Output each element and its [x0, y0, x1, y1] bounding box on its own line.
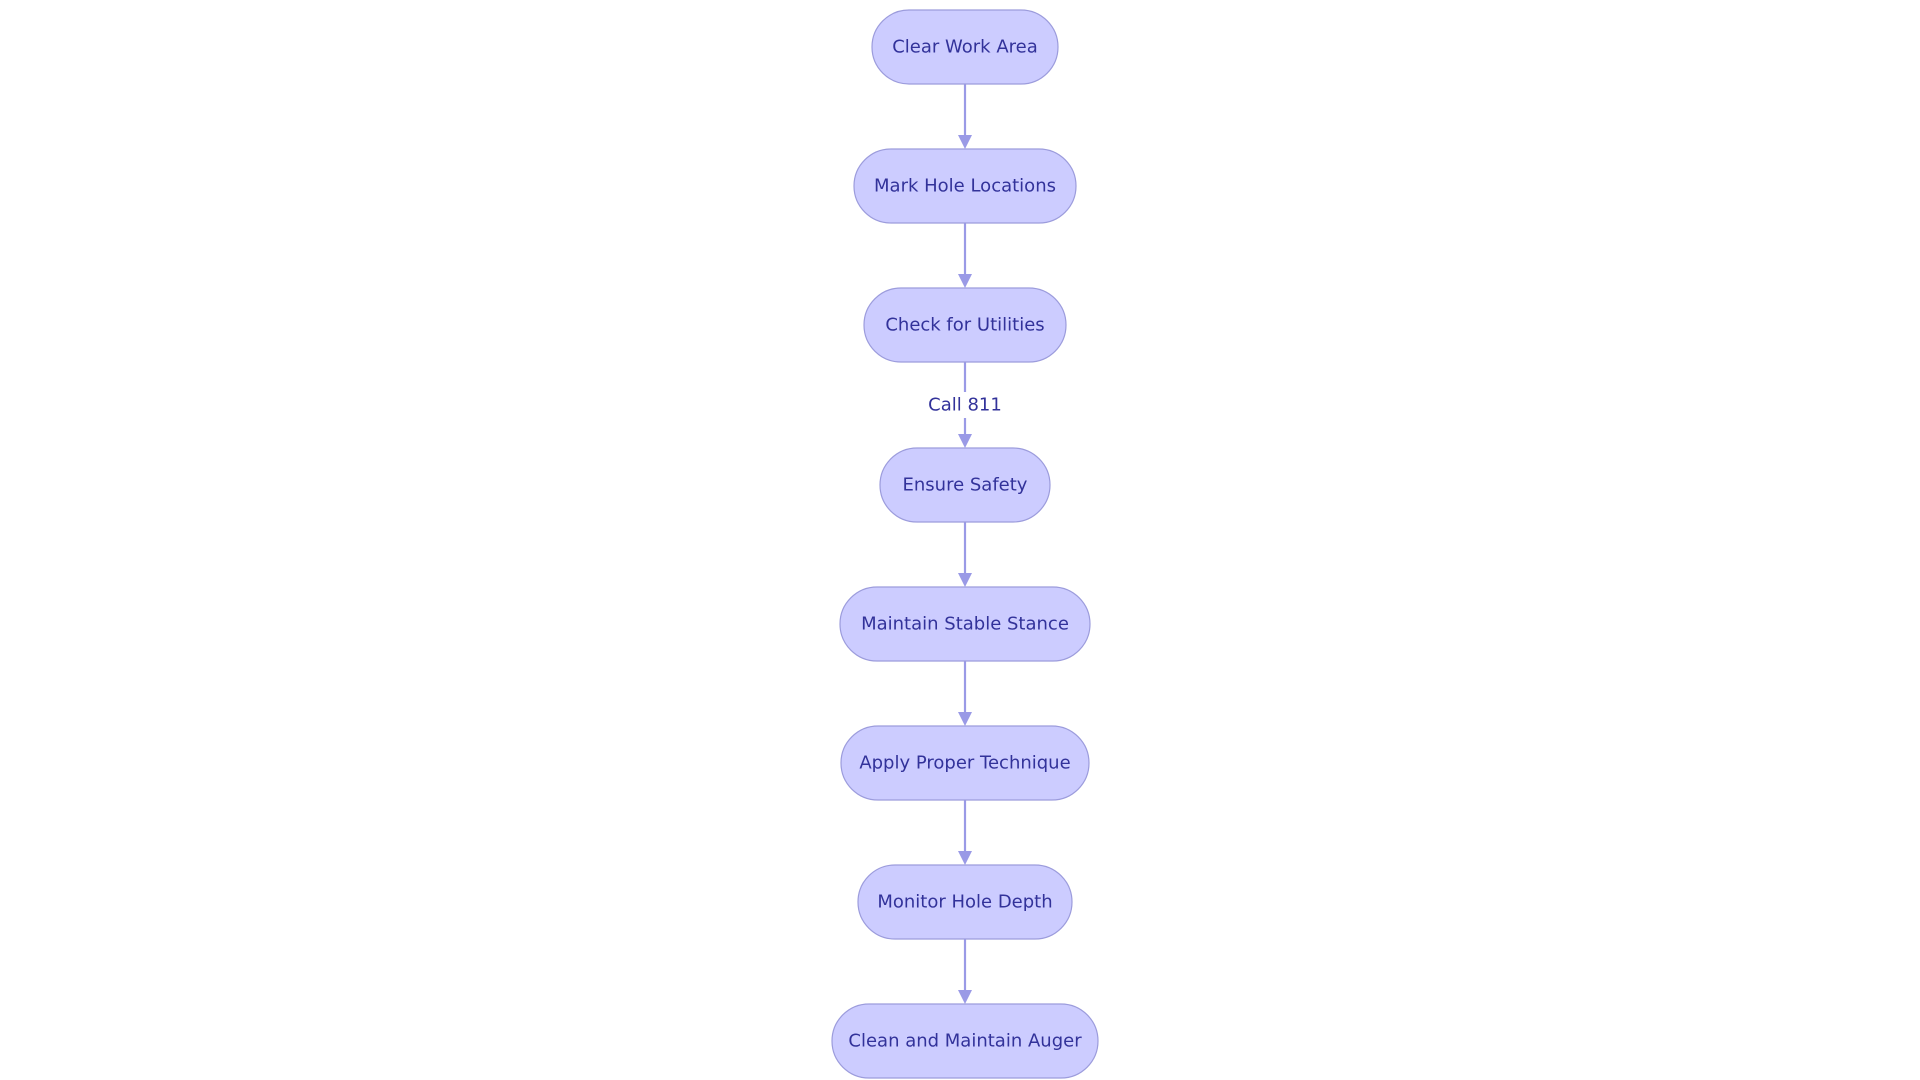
node-label: Maintain Stable Stance: [861, 614, 1069, 635]
node-n5: Maintain Stable Stance: [839, 586, 1091, 662]
node-n4: Ensure Safety: [879, 447, 1051, 523]
node-shape: [863, 287, 1067, 363]
arrowhead-icon: [958, 573, 972, 587]
node-label: Mark Hole Locations: [874, 176, 1056, 197]
edge-n4-n5: [958, 522, 972, 587]
node-shape: [839, 586, 1091, 662]
edge-n5-n6: [958, 661, 972, 726]
node-shape: [871, 9, 1059, 85]
node-label: Clean and Maintain Auger: [848, 1031, 1082, 1052]
edge-n7-n8: [958, 939, 972, 1004]
node-label: Monitor Hole Depth: [877, 892, 1052, 913]
edge-label: Call 811: [928, 395, 1002, 416]
node-label: Ensure Safety: [903, 475, 1028, 496]
node-shape: [857, 864, 1073, 940]
edge-n2-n3: [958, 223, 972, 288]
node-label: Apply Proper Technique: [859, 753, 1070, 774]
node-shape: [840, 725, 1090, 801]
arrowhead-icon: [958, 990, 972, 1004]
node-shape: [853, 148, 1077, 224]
node-label: Clear Work Area: [892, 37, 1038, 58]
node-shape: [831, 1003, 1099, 1079]
edge-label-background: [919, 392, 1011, 418]
edge-n1-n2: [958, 84, 972, 149]
node-shape: [879, 447, 1051, 523]
node-n3: Check for Utilities: [863, 287, 1067, 363]
arrowhead-icon: [958, 851, 972, 865]
edge-n6-n7: [958, 800, 972, 865]
node-n6: Apply Proper Technique: [840, 725, 1090, 801]
node-n2: Mark Hole Locations: [853, 148, 1077, 224]
edges-layer: Call 811: [919, 84, 1011, 1004]
node-n7: Monitor Hole Depth: [857, 864, 1073, 940]
node-n8: Clean and Maintain Auger: [831, 1003, 1099, 1079]
arrowhead-icon: [958, 274, 972, 288]
arrowhead-icon: [958, 135, 972, 149]
edge-n3-n4: Call 811: [919, 362, 1011, 448]
arrowhead-icon: [958, 434, 972, 448]
node-label: Check for Utilities: [885, 315, 1044, 336]
arrowhead-icon: [958, 712, 972, 726]
node-n1: Clear Work Area: [871, 9, 1059, 85]
